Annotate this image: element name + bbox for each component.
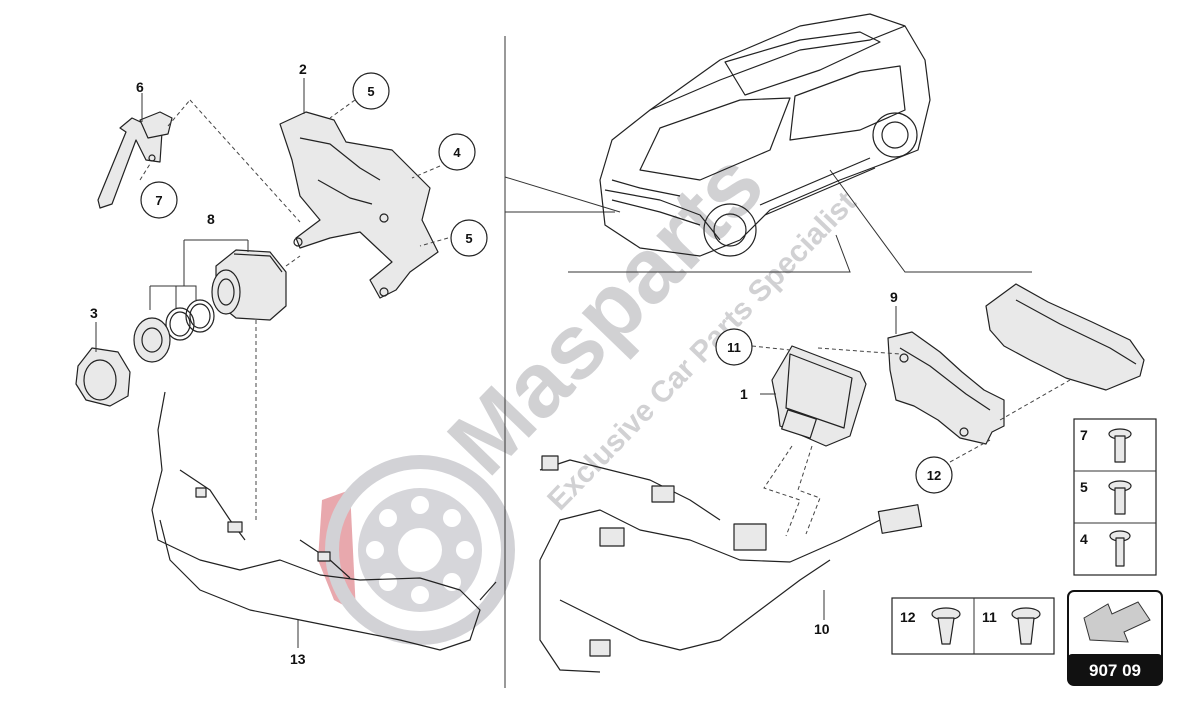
watermark-logo-icon <box>318 455 515 645</box>
screw-icon <box>1109 530 1131 567</box>
leader-lines-left <box>95 78 449 520</box>
bezel-part-3 <box>75 347 131 407</box>
diagram-code: 907 09 <box>1089 661 1141 680</box>
mounting-part-upper-right <box>985 283 1145 391</box>
harness-part-13 <box>151 391 497 651</box>
callout-8: 8 <box>207 211 215 227</box>
callout-5-bottom: 5 <box>450 219 488 257</box>
callout-1: 1 <box>740 386 748 402</box>
callouts: 6 2 8 3 13 9 1 10 5 4 5 7 11 12 <box>90 61 953 667</box>
callout-13: 13 <box>290 651 306 667</box>
svg-text:7: 7 <box>155 193 162 208</box>
callout-9: 9 <box>890 289 898 305</box>
camera-part-8 <box>211 249 287 321</box>
svg-text:5: 5 <box>367 84 374 99</box>
diagram-code-box: 907 09 <box>1067 590 1163 686</box>
legend-label-11: 11 <box>982 609 997 625</box>
callout-5-top: 5 <box>352 72 390 110</box>
seal-rings <box>133 299 215 363</box>
legend-label-4: 4 <box>1080 531 1088 547</box>
bracket-part-6 <box>97 111 173 209</box>
callout-10: 10 <box>814 621 830 637</box>
svg-text:11: 11 <box>727 340 741 355</box>
legend-label-7: 7 <box>1080 427 1088 443</box>
svg-text:12: 12 <box>927 468 941 483</box>
callout-12: 12 <box>915 456 953 494</box>
callout-7: 7 <box>140 181 178 219</box>
bracket-part-9 <box>887 306 1005 445</box>
clip-nut-icon <box>931 607 961 645</box>
svg-text:5: 5 <box>465 231 472 246</box>
callout-3: 3 <box>90 305 98 321</box>
callout-11: 11 <box>715 328 753 366</box>
legend-label-12: 12 <box>900 609 916 625</box>
screw-icon <box>1108 480 1132 515</box>
callout-6: 6 <box>136 79 144 95</box>
legend-label-5: 5 <box>1080 479 1088 495</box>
callout-4: 4 <box>438 133 476 171</box>
divider-lines <box>504 36 1032 688</box>
svg-text:4: 4 <box>453 145 461 160</box>
fastener-legend-right: 7 5 4 <box>1073 418 1157 576</box>
leader-lines-right <box>751 345 1071 537</box>
harness-part-10 <box>539 455 923 673</box>
screw-icon <box>1108 428 1132 463</box>
bracket-part-2 <box>279 111 439 299</box>
orientation-arrow-icon <box>1083 601 1151 643</box>
clip-nut-icon <box>1011 607 1041 645</box>
control-unit-part-1 <box>760 345 867 447</box>
callout-2: 2 <box>299 61 307 77</box>
vehicle-illustration <box>599 13 931 257</box>
fastener-legend-bottom: 12 11 <box>891 597 1055 655</box>
